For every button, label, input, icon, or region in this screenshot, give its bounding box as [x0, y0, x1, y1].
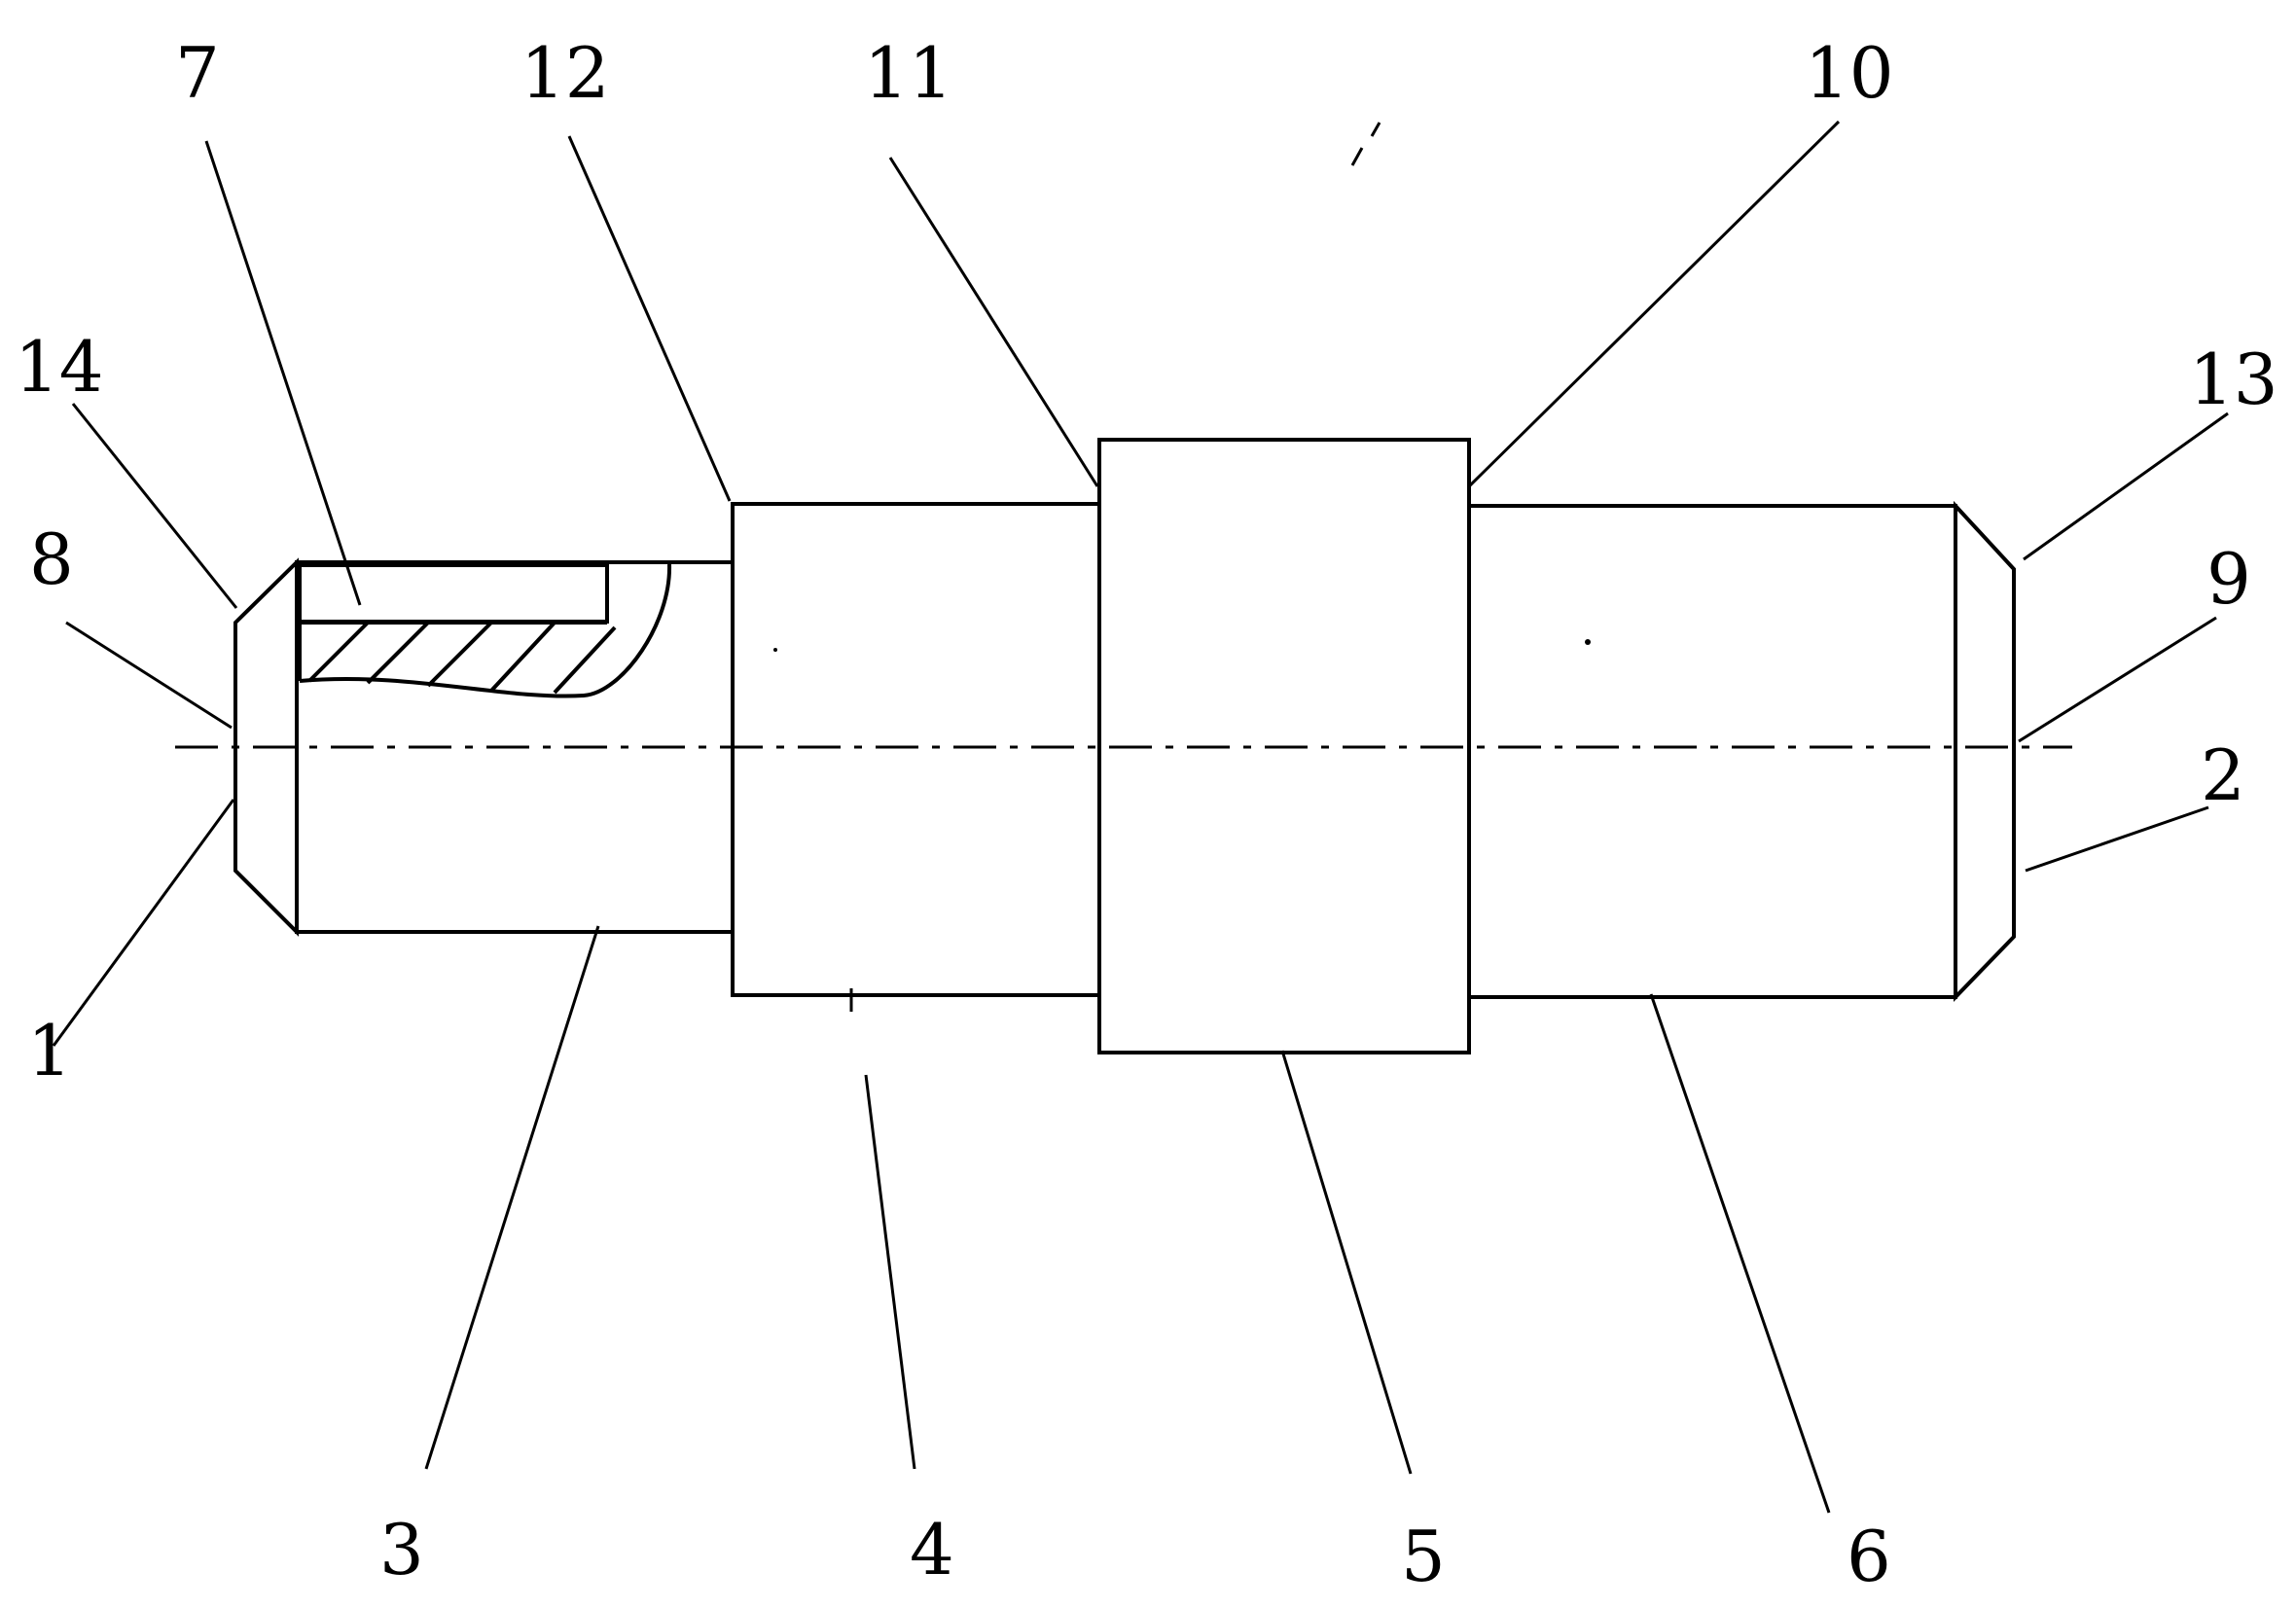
- hatch-line: [366, 621, 430, 685]
- callout-1: 1: [27, 1010, 72, 1091]
- callout-11: 11: [864, 32, 953, 114]
- callout-4: 4: [910, 1509, 954, 1590]
- leader-7: [204, 140, 362, 606]
- leader-8: [65, 621, 233, 730]
- leader-9: [2018, 616, 2217, 743]
- callout-13: 13: [2189, 339, 2278, 420]
- callout-labels: 1 2 3 4 5 6 7 8 9 10 11 12 13 14: [15, 32, 2278, 1597]
- keyway-top-band: [298, 563, 609, 624]
- hatch-line: [553, 625, 617, 695]
- leader-6: [1649, 993, 1831, 1514]
- callout-8: 8: [29, 518, 74, 600]
- callout-14: 14: [15, 326, 104, 408]
- shaft-section-6: [1467, 504, 1957, 999]
- callout-6: 6: [1847, 1516, 1891, 1597]
- leader-2: [2025, 805, 2209, 873]
- callout-9: 9: [2206, 538, 2251, 620]
- shaft-section-4: [731, 502, 1101, 997]
- hatch-line: [307, 621, 370, 683]
- speck: [1350, 147, 1364, 166]
- callout-10: 10: [1805, 32, 1894, 114]
- speck: [1370, 122, 1381, 137]
- keyway-profile: [298, 563, 672, 698]
- keyway: [298, 563, 672, 698]
- hatch-line: [489, 621, 556, 693]
- leader-lines: [52, 120, 2229, 1514]
- leader-11: [888, 157, 1099, 487]
- leader-5: [1280, 1050, 1413, 1475]
- leader-14: [71, 403, 238, 609]
- leader-13: [2023, 411, 2229, 561]
- hatch-line: [426, 621, 493, 688]
- leader-10: [1467, 120, 1841, 488]
- callout-7: 7: [175, 32, 220, 114]
- leader-4: [864, 1074, 916, 1470]
- callout-2: 2: [2201, 734, 2245, 816]
- speck: [1585, 639, 1591, 645]
- right-chamfer-end: [1954, 500, 2016, 1002]
- speck: [773, 648, 777, 652]
- callout-12: 12: [520, 32, 610, 114]
- leader-3: [424, 925, 600, 1470]
- leader-12: [567, 135, 732, 502]
- leader-1: [52, 799, 235, 1047]
- callout-3: 3: [379, 1509, 424, 1590]
- callout-5: 5: [1401, 1516, 1446, 1597]
